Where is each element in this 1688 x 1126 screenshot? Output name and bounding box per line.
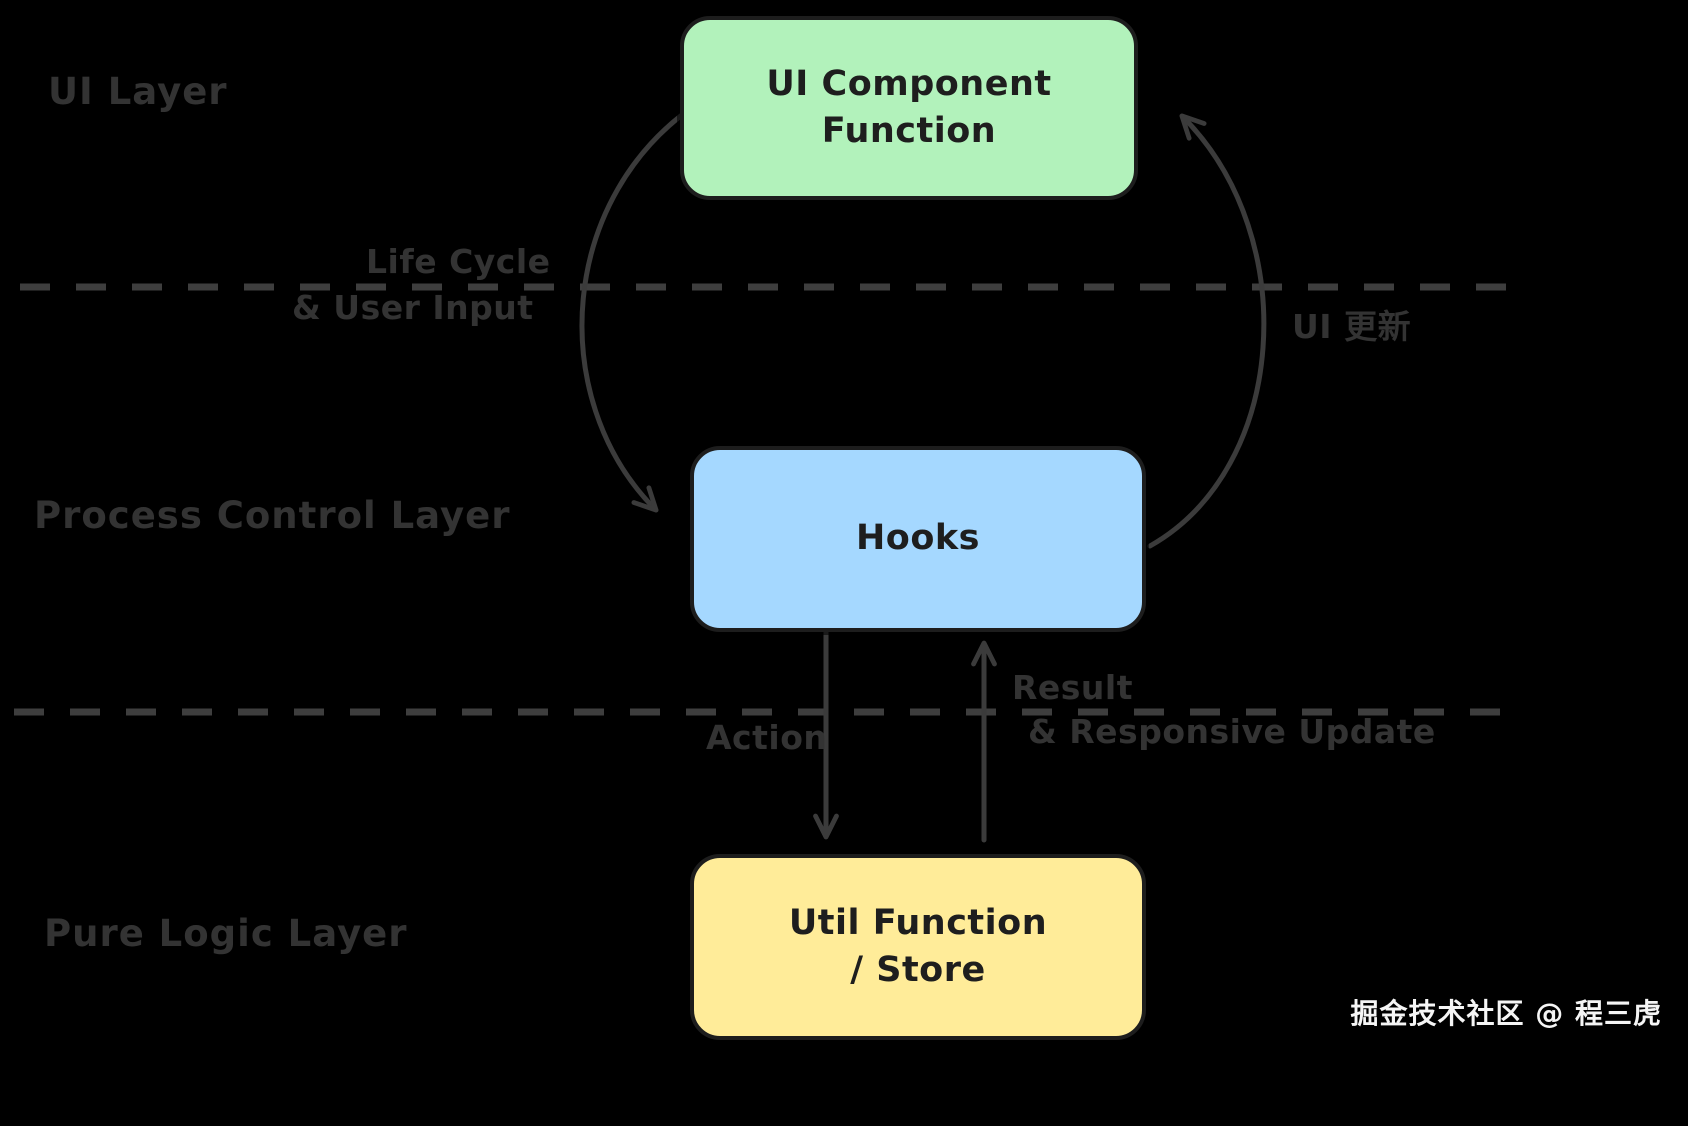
node-hooks-label: Hooks <box>856 518 980 559</box>
layer-label-process-control: Process Control Layer <box>34 494 511 537</box>
arrow-hooks-to-ui <box>1147 113 1267 549</box>
node-ui-component-function: UI Component Function <box>680 16 1138 200</box>
node-util-function-store: Util Function / Store <box>690 854 1146 1040</box>
node-ui-component-line2: Function <box>821 111 997 151</box>
edge-label-result: Result <box>1012 668 1134 707</box>
layer-label-pure-logic: Pure Logic Layer <box>44 912 408 955</box>
arrow-ui-to-hooks <box>579 99 703 513</box>
edge-label-ui-update: UI 更新 <box>1292 307 1412 346</box>
node-util-line2: / Store <box>850 950 986 990</box>
edge-label-user-input: & User Input <box>292 288 534 327</box>
node-hooks: Hooks <box>690 446 1146 632</box>
node-ui-component-line1: UI Component <box>766 63 1052 104</box>
watermark-text: 掘金技术社区 @ 程三虎 <box>1350 997 1662 1030</box>
layer-label-ui: UI Layer <box>48 70 228 113</box>
node-util-line1: Util Function <box>788 902 1048 943</box>
edge-label-action: Action <box>706 718 828 757</box>
edge-label-responsive-update: & Responsive Update <box>1028 712 1436 751</box>
edge-label-life-cycle: Life Cycle <box>366 242 551 281</box>
